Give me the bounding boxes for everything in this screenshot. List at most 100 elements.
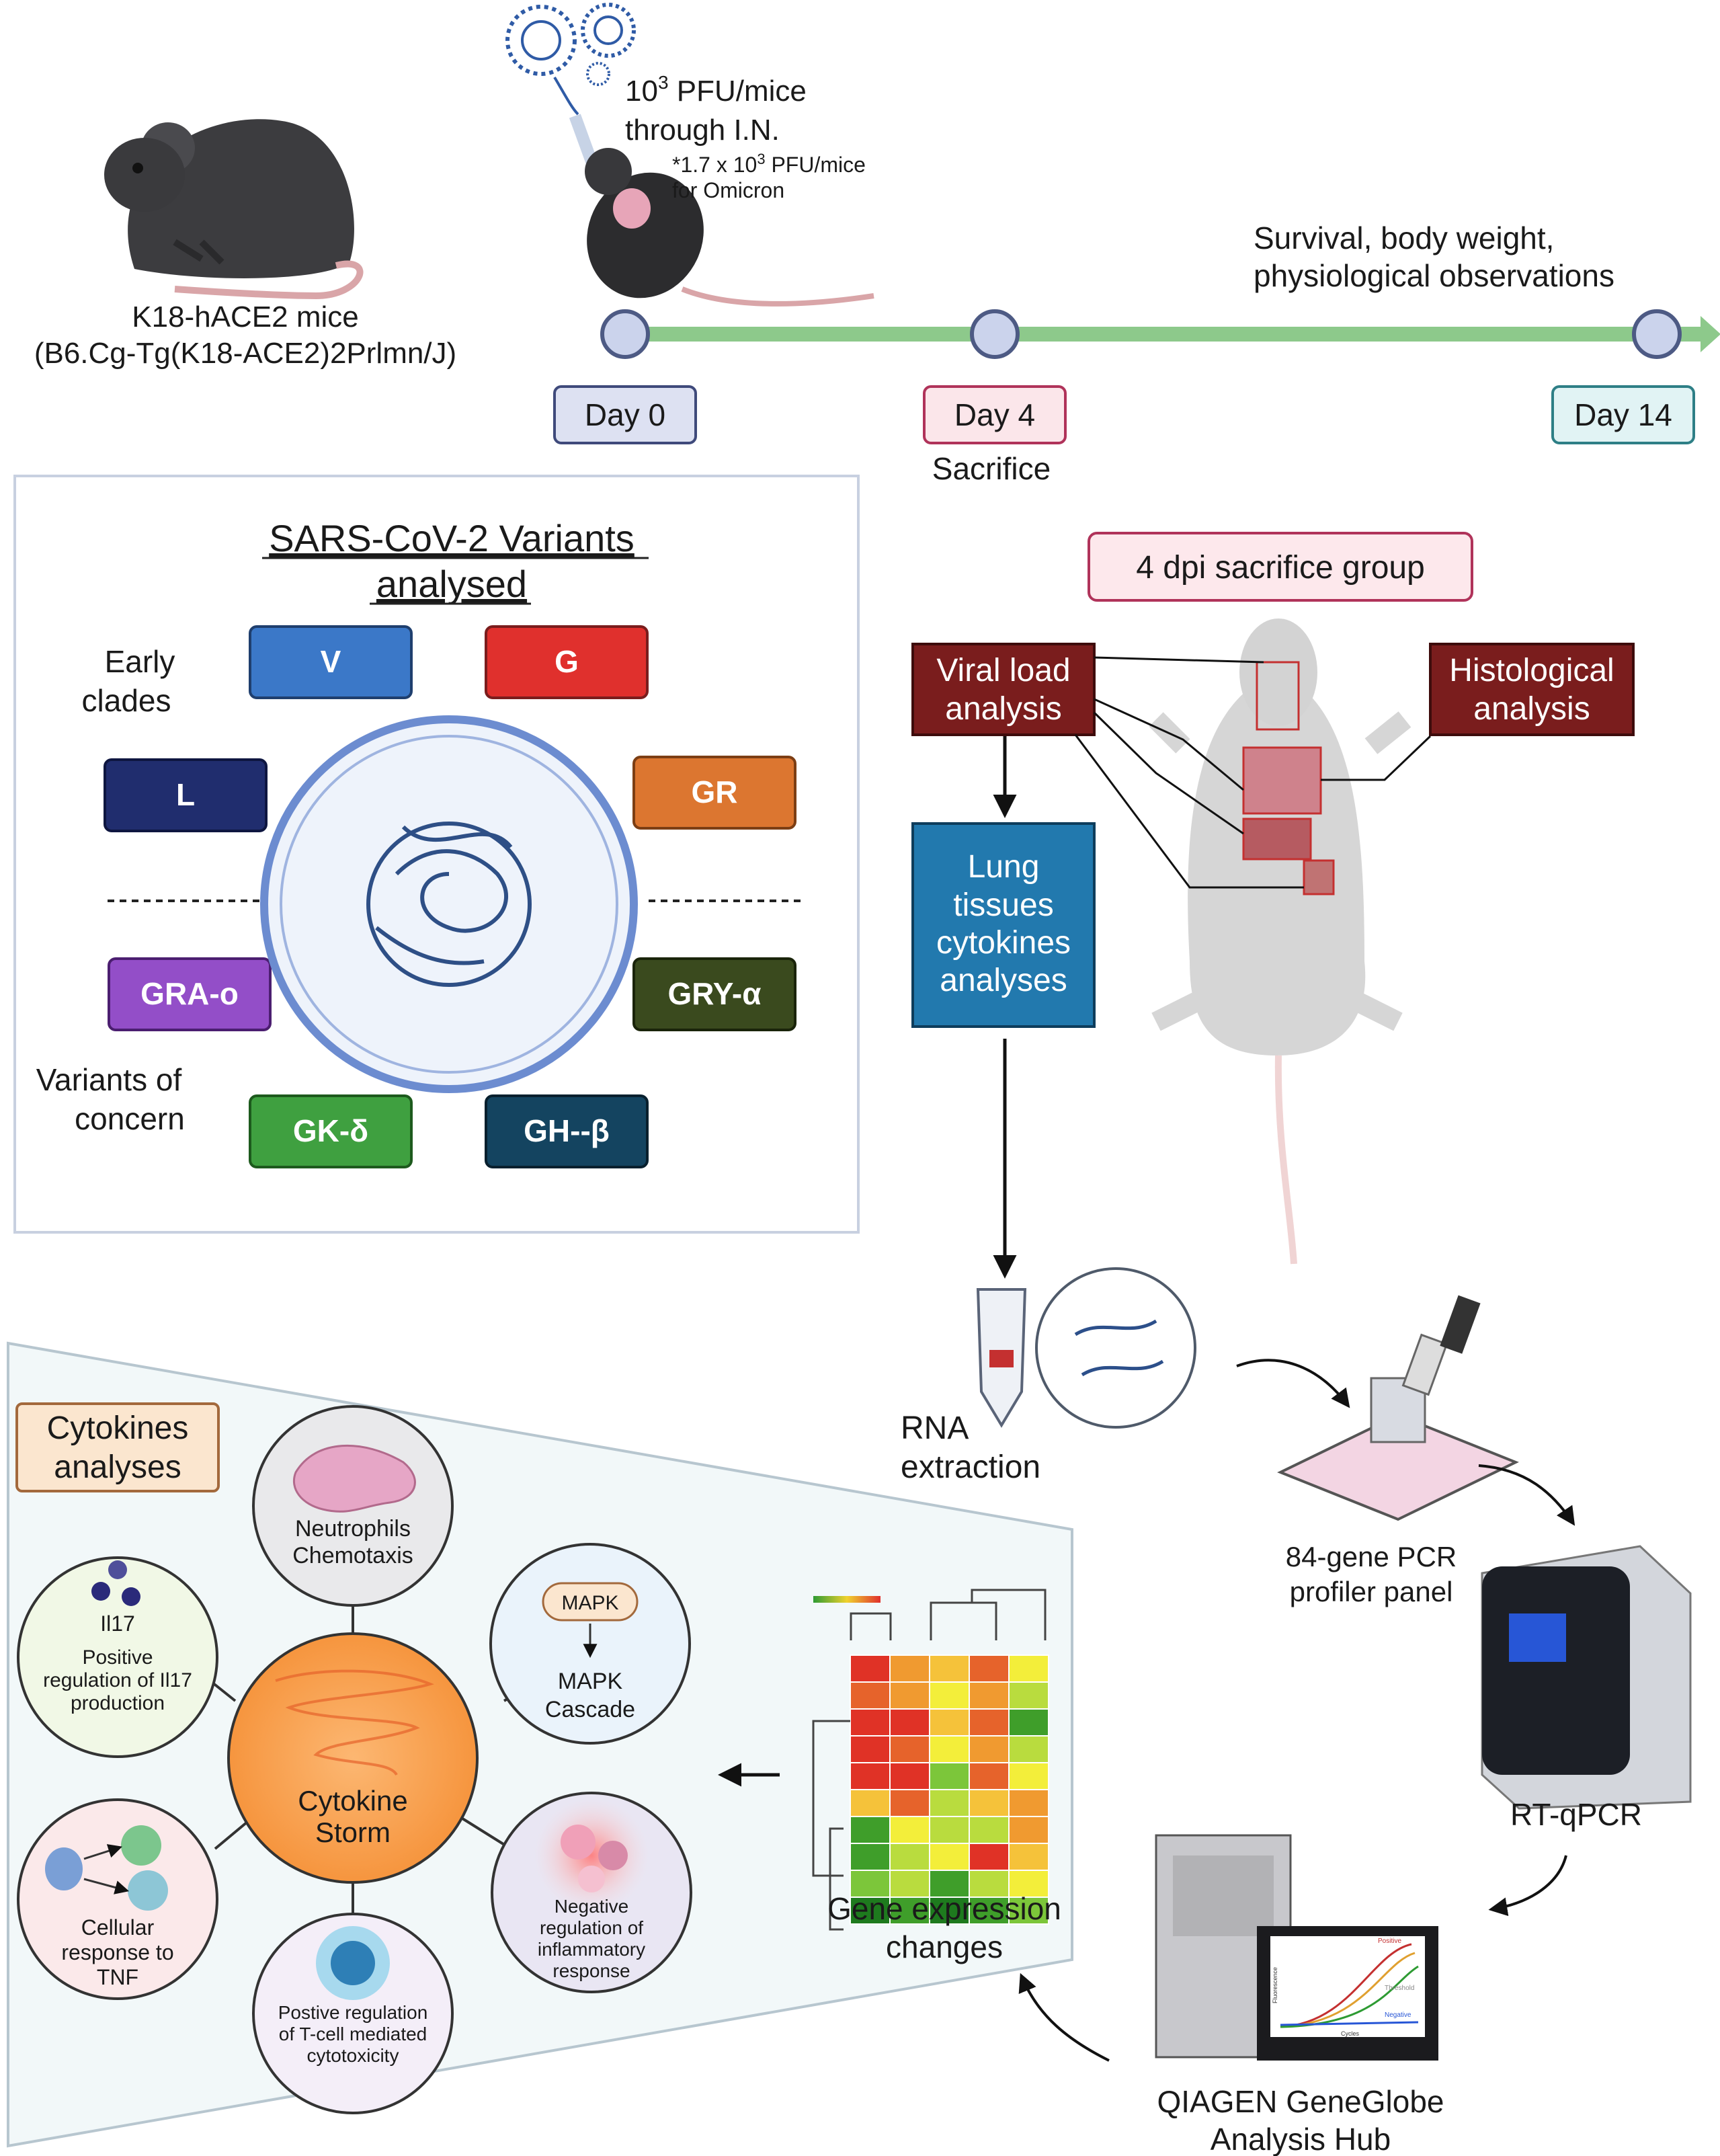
cytokines-title-badge: Cytokines analyses — [15, 1402, 220, 1492]
plot-y-axis-label: Fluorescence — [1272, 1967, 1278, 2003]
heatmap-cell — [969, 1843, 1010, 1871]
day0-badge: Day 0 — [553, 385, 697, 444]
pcr-label-2: profiler panel — [1290, 1576, 1453, 1607]
day4-badge: Day 4 — [923, 385, 1067, 444]
heatmap-cell — [969, 1762, 1010, 1790]
virus-icon-top — [505, 3, 636, 116]
variant-gry-alpha: GRY-α — [632, 957, 796, 1031]
tnf-label-3: TNF — [97, 1965, 138, 1989]
arrow-rna-to-pcr — [1236, 1359, 1350, 1408]
mapk-label-1: MAPK — [558, 1669, 623, 1694]
sacrifice-group-label: 4 dpi sacrifice group — [1136, 550, 1425, 586]
hub-label-2: Analysis Hub — [1211, 2122, 1391, 2156]
timeline-node-day0 — [600, 309, 650, 359]
pcr-plate-icon — [1277, 1295, 1519, 1521]
rna-label-2: extraction — [901, 1449, 1040, 1485]
storm-label-2: Storm — [315, 1816, 391, 1848]
coronavirus-icon — [260, 715, 638, 1093]
tcell-label-3: cytotoxicity — [307, 2045, 399, 2066]
lung-box-line-3: cytokines — [936, 925, 1071, 961]
tcell-label-1: Postive regulation — [278, 2002, 428, 2023]
heatmap-cell — [850, 1654, 891, 1683]
svg-text:GK-δ: GK-δ — [293, 1113, 368, 1148]
heatmap-cell — [850, 1843, 891, 1871]
early-clades-label-1: Early — [105, 644, 175, 679]
histological-label-1: Histological — [1449, 653, 1614, 688]
heatmap-cell — [889, 1762, 930, 1790]
heatmap-cell — [969, 1897, 1010, 1925]
variant-gk-delta: GK-δ — [249, 1094, 413, 1168]
sacrifice-label: Sacrifice — [932, 451, 1051, 486]
heatmap-colorbar — [813, 1596, 881, 1603]
variant-l: L — [104, 758, 268, 832]
heatmap-cell — [1008, 1816, 1049, 1844]
timeline-arrowhead — [1701, 316, 1720, 352]
omicron-note-2: for Omicron — [672, 178, 784, 202]
observation-text-2: physiological observations — [1254, 258, 1614, 293]
heatmap-cell — [1008, 1870, 1049, 1898]
timeline — [600, 309, 1720, 359]
histological-label-2: analysis — [1473, 691, 1590, 727]
day0-label: Day 0 — [585, 397, 665, 432]
svg-text:GRY-α: GRY-α — [667, 976, 761, 1011]
timeline-bar — [618, 327, 1704, 342]
mapk-label-2: Cascade — [545, 1697, 635, 1722]
lung-box-line-2: tissues — [953, 887, 1053, 923]
il17-label-1: Positive — [82, 1646, 153, 1669]
storm-label-1: Cytokine — [298, 1785, 407, 1816]
mice-strain-genotype: (B6.Cg-Tg(K18-ACE2)2Prlmn/J) — [34, 337, 456, 370]
rna-label-1: RNA — [901, 1410, 969, 1446]
heatmap-cell — [929, 1708, 970, 1736]
timeline-node-day14 — [1632, 309, 1682, 359]
pipette-icon — [569, 114, 600, 169]
il17-label-2: regulation of Il17 — [43, 1669, 192, 1691]
dissected-mouse-illustration — [1149, 618, 1411, 1265]
svg-text:GRA-o: GRA-o — [140, 976, 239, 1011]
heatmap-cell — [929, 1762, 970, 1790]
tnf-label-1: Cellular — [81, 1915, 155, 1940]
cytokines-title-2: analyses — [54, 1449, 181, 1485]
plot-threshold-label: Threshold — [1385, 1985, 1414, 1992]
il17-node: Il17 Positive regulation of Il17 product… — [17, 1556, 218, 1758]
variants-of-concern-label-2: concern — [75, 1101, 185, 1136]
heatmap-cell — [889, 1681, 930, 1710]
heatmap-cell — [969, 1816, 1010, 1844]
neutrophils-node: Neutrophils Chemotaxis — [252, 1405, 454, 1607]
variant-g: G — [485, 625, 649, 699]
heatmap-cell — [929, 1735, 970, 1763]
neutrophils-label-1: Neutrophils — [295, 1516, 411, 1542]
heatmap-cell — [850, 1708, 891, 1736]
viral-load-box: Viral load analysis — [911, 643, 1096, 736]
il17-title: Il17 — [100, 1611, 135, 1636]
svg-text:G: G — [555, 644, 579, 679]
heatmap-cell — [1008, 1897, 1049, 1925]
svg-text:L: L — [176, 777, 195, 812]
heatmap-cell — [850, 1762, 891, 1790]
heatmap-cell — [1008, 1735, 1049, 1763]
heatmap-cell — [850, 1735, 891, 1763]
early-clades-label-2: clades — [82, 683, 171, 718]
tnf-node: Cellular response to TNF — [17, 1798, 218, 2000]
lung-cytokines-box: Lung tissues cytokines analyses — [911, 822, 1096, 1028]
gene-expression-label-2: changes — [886, 1929, 1003, 1964]
heatmap-cell — [889, 1789, 930, 1817]
mapk-pill — [542, 1582, 639, 1622]
computer-icon: Positive Threshold Negative Cycles Fluor… — [1155, 1834, 1438, 2061]
svg-text:GH--β: GH--β — [524, 1113, 610, 1148]
heatmap-cell — [969, 1735, 1010, 1763]
il17-label-3: production — [71, 1692, 165, 1714]
heatmap-cell — [969, 1654, 1010, 1683]
heatmap-cell — [850, 1816, 891, 1844]
arrow-rtqpcr-to-hub — [1488, 1855, 1567, 1917]
lung-box-line-4: analyses — [940, 963, 1067, 998]
variants-title-1: SARS-CoV-2 Variants — [269, 517, 634, 559]
connector-lines — [1074, 656, 1432, 889]
cytokine-storm-node: Cytokine Storm — [227, 1632, 479, 1884]
neg-label-4: response — [552, 1960, 630, 1981]
rtqpcr-label: RT-qPCR — [1510, 1797, 1642, 1832]
inoculated-mouse-illustration — [585, 148, 874, 307]
tnf-label-2: response to — [61, 1940, 173, 1964]
omicron-note: *1.7 x 103 PFU/mice — [672, 151, 866, 177]
hub-label-1: QIAGEN GeneGlobe — [1157, 2084, 1444, 2119]
heatmap-cell — [1008, 1762, 1049, 1790]
